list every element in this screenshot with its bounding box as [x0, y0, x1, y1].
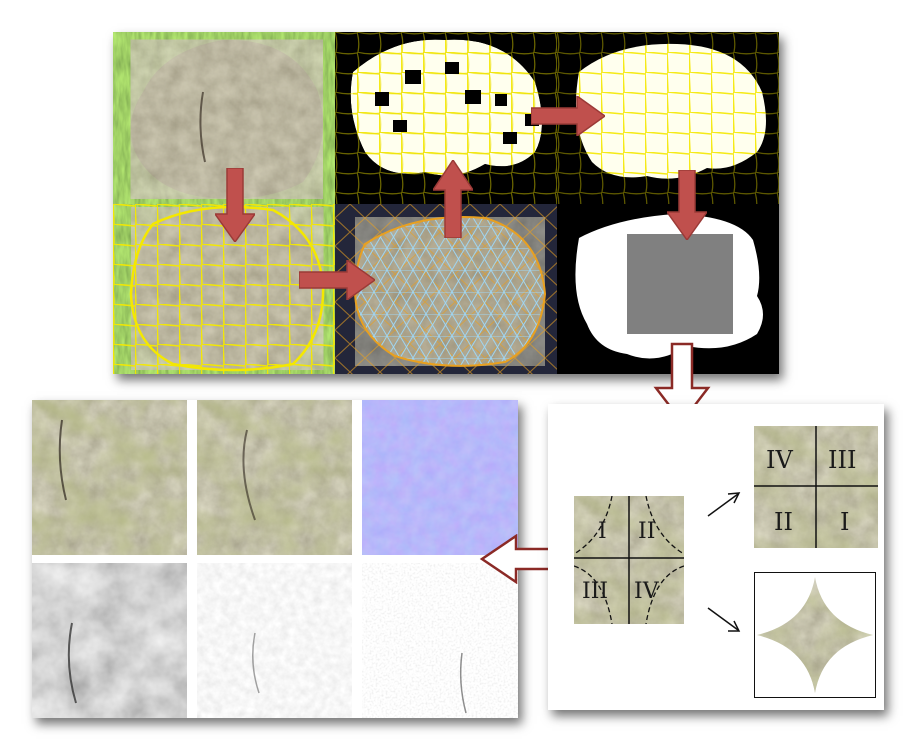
- right-arrow-icon: [531, 96, 605, 136]
- swapped-patch: IV III II I: [754, 426, 878, 548]
- up-arrow-icon: [433, 160, 473, 238]
- normal-map: [362, 400, 518, 555]
- split-patch: I II III IV: [574, 496, 684, 624]
- quadrant-label: III: [828, 446, 856, 474]
- quadrant-label: IV: [766, 446, 793, 474]
- pipeline-panel: [113, 32, 779, 374]
- selected-superpixels: [335, 32, 557, 204]
- down-arrow-icon: [215, 168, 255, 242]
- quadrant-label: II: [774, 508, 793, 536]
- superpixel-segmentation: [113, 204, 335, 374]
- specular-map: [362, 563, 518, 718]
- ambient-occlusion-map: [197, 563, 352, 718]
- diffuse-map: [32, 400, 187, 555]
- quadrant-label: II: [638, 519, 655, 544]
- height-map: [32, 563, 187, 718]
- thin-arrow-icon: [707, 607, 741, 632]
- thin-arrow-icon: [707, 492, 741, 517]
- rock-photo: [113, 32, 335, 204]
- triangle-mesh: [335, 204, 557, 374]
- quadrant-label: I: [840, 508, 849, 536]
- mask-with-patch: [557, 204, 779, 374]
- tiling-panel: I II III IV IV III II I: [548, 404, 884, 710]
- right-arrow-icon: [299, 260, 375, 300]
- quadrant-label: I: [598, 519, 607, 544]
- albedo-map: [197, 400, 352, 555]
- down-arrow-icon: [667, 170, 707, 240]
- filled-mask: [557, 32, 779, 204]
- quadrant-label: III: [582, 579, 608, 604]
- texture-maps-panel: [32, 400, 518, 718]
- quadrant-label: IV: [634, 579, 660, 604]
- blended-patch: [754, 572, 876, 698]
